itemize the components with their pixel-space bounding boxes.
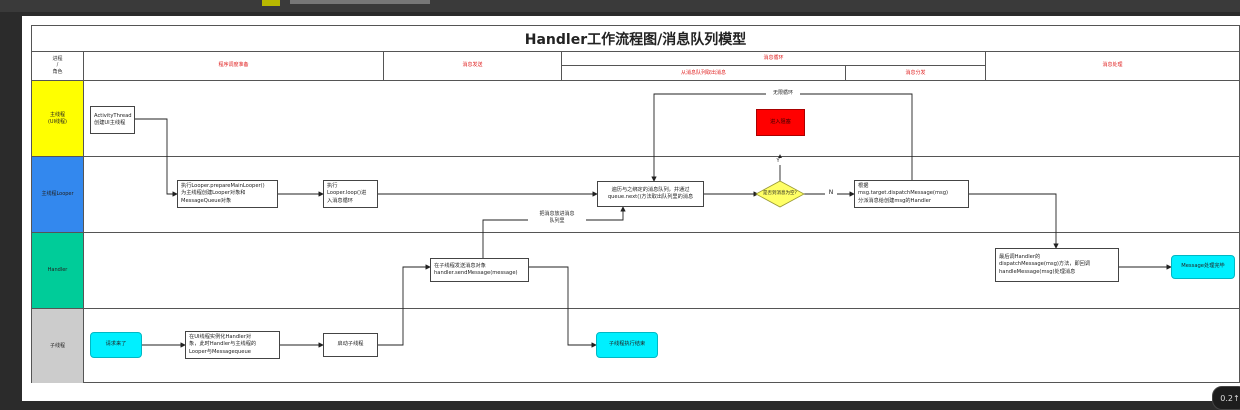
node-traverse-queue: 遍历与之绑定的消息队列，并通过 queue.next()方法取出队列里的消息 bbox=[597, 181, 704, 207]
arrow-dispatch-to-handle bbox=[969, 193, 1059, 249]
label-yes: Y bbox=[771, 158, 785, 165]
decision-diamond bbox=[755, 180, 805, 208]
arrow-child-to-send bbox=[378, 264, 431, 346]
arrow-infinite-loop bbox=[651, 93, 913, 182]
node-message-done: Message处理完毕 bbox=[1171, 255, 1235, 279]
header-send: 消息发送 bbox=[384, 51, 562, 81]
arrow-send-to-done bbox=[529, 266, 597, 348]
lane-main-thread: 主线程 (UI线程) bbox=[32, 81, 1239, 157]
node-looper-loop: 执行 Looper.loop()进 入消息循环 bbox=[323, 180, 378, 208]
lane-handler: Handler bbox=[32, 233, 1239, 309]
lane-label-looper: 主线程Looper bbox=[32, 157, 84, 232]
node-send-message: 在子线程发送消息对象 handler.sendMessage(message) bbox=[430, 258, 529, 282]
label-infinite-loop: 无限循环 bbox=[766, 90, 800, 97]
header-loop: 消息循环 bbox=[562, 51, 986, 66]
header-corner: 进程 / 角色 bbox=[32, 51, 84, 81]
header-take-message: 从消息队列取出消息 bbox=[562, 66, 846, 81]
label-no: N bbox=[825, 189, 837, 197]
node-create-handler: 在UI线程实例化Handler对 象，此时Handler与主线程的 Looper… bbox=[185, 331, 280, 359]
node-looper-prepare: 执行Looper.prepareMainLooper() 为主线程创建Loope… bbox=[177, 180, 278, 208]
node-child-done: 子线程执行结束 bbox=[596, 332, 658, 358]
label-enqueue: 把消息放进消息 队列里 bbox=[528, 211, 586, 224]
lane-label-handler: Handler bbox=[32, 233, 84, 308]
lane-looper: 主线程Looper bbox=[32, 157, 1239, 233]
lane-child-thread: 子线程 bbox=[32, 309, 1239, 383]
diagram-title: Handler工作流程图/消息队列模型 bbox=[32, 26, 1239, 52]
header-prepare: 程序调度准备 bbox=[84, 51, 384, 81]
node-dispatch: 根据 msg.target.dispatchMessage(msg) 分派消息给… bbox=[854, 180, 969, 208]
node-activity-thread: ActivityThread 创建UI主线程 bbox=[90, 106, 135, 134]
header-handle: 消息处理 bbox=[986, 51, 1239, 81]
top-bar bbox=[0, 0, 1240, 12]
node-queue-block: 进入阻塞 bbox=[756, 109, 805, 136]
header-dispatch: 消息分发 bbox=[846, 66, 986, 81]
decision-label: 是否到消息为空? bbox=[763, 191, 797, 196]
node-handle-message: 最后调Handler的 dispatchMessage(msg)方法，即回调 h… bbox=[995, 248, 1119, 282]
zoom-badge[interactable]: 0.2↑ bbox=[1212, 386, 1240, 410]
toolbar-strip bbox=[290, 0, 430, 4]
arrow-activity-to-prepare bbox=[135, 118, 178, 197]
lane-label-child-thread: 子线程 bbox=[32, 309, 84, 383]
node-start-child: 启动子线程 bbox=[323, 333, 378, 357]
node-request-start: 请求来了 bbox=[90, 332, 142, 358]
toolbar-accent bbox=[262, 0, 280, 6]
lane-label-main-thread: 主线程 (UI线程) bbox=[32, 81, 84, 156]
flowchart: Handler工作流程图/消息队列模型 进程 / 角色 程序调度准备 消息发送 … bbox=[31, 25, 1240, 383]
